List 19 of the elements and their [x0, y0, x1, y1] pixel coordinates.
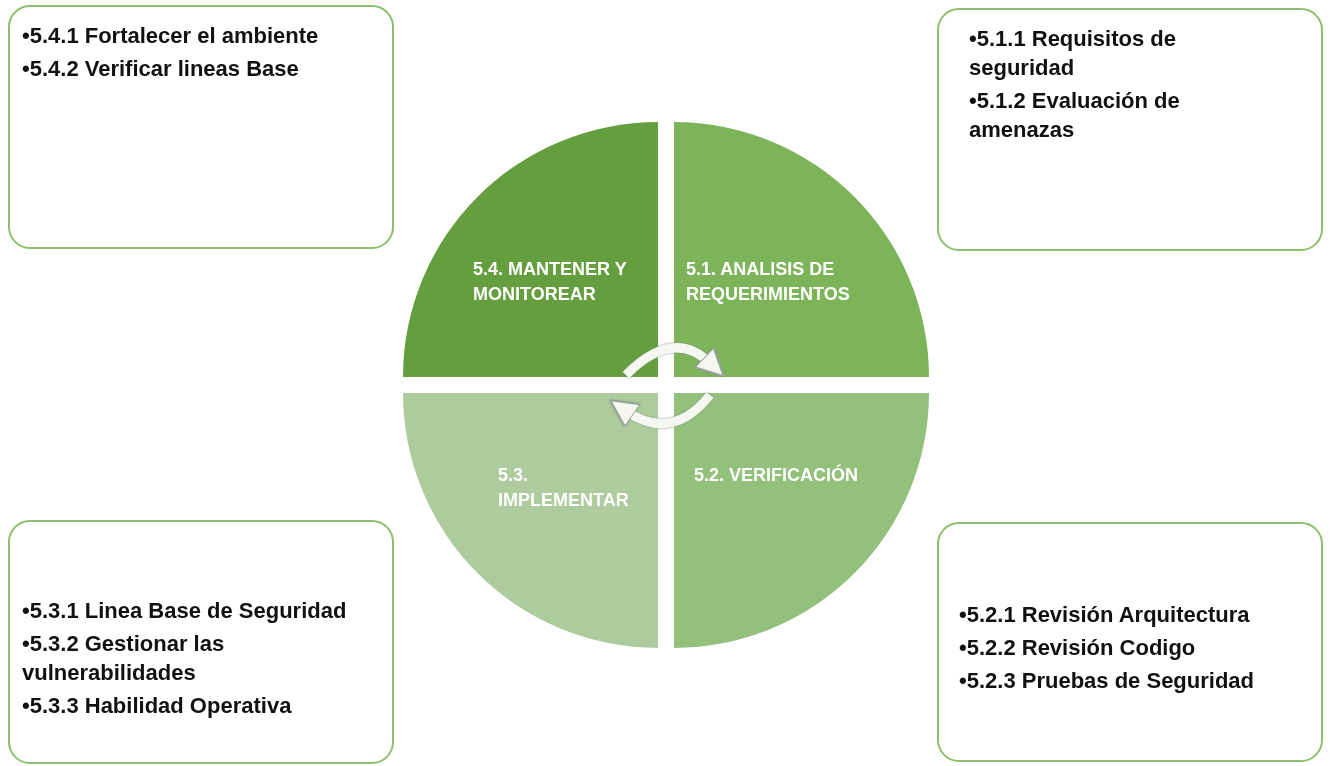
quadrant-label: 5.2. VERIFICACIÓN: [694, 463, 860, 487]
bullet-item: •5.3.2 Gestionar las vulnerabilidades: [22, 630, 226, 687]
text-box: [8, 5, 394, 249]
cycle-arrow: [622, 343, 726, 379]
text-box: [8, 520, 394, 764]
bullet-item: •5.1.1 Requisitos de seguridad: [969, 25, 1177, 82]
bullet-item: •5.3.1 Linea Base de Seguridad: [22, 597, 348, 625]
bullet-item: •5.4.1 Fortalecer el ambiente: [22, 22, 320, 50]
bullet-item: •5.2.3 Pruebas de Seguridad: [959, 667, 1256, 695]
bullet-item: •5.2.1 Revisión Arquitectura: [959, 601, 1251, 629]
text-box: [937, 8, 1323, 251]
quadrant-label: 5.1. ANALISIS DE REQUERIMIENTOS: [686, 258, 851, 306]
quadrant-label: 5.3. IMPLEMENTAR: [498, 464, 630, 512]
bullet-item: •5.1.2 Evaluación de amenazas: [969, 87, 1181, 144]
quadrant-label: 5.4. MANTENER Y MONITOREAR: [473, 258, 628, 306]
bullet-item: •5.4.2 Verificar lineas Base: [22, 55, 300, 83]
text-box: [937, 522, 1323, 762]
bullet-item: •5.2.2 Revisión Codigo: [959, 634, 1197, 662]
bullet-item: •5.3.3 Habilidad Operativa: [22, 692, 293, 720]
